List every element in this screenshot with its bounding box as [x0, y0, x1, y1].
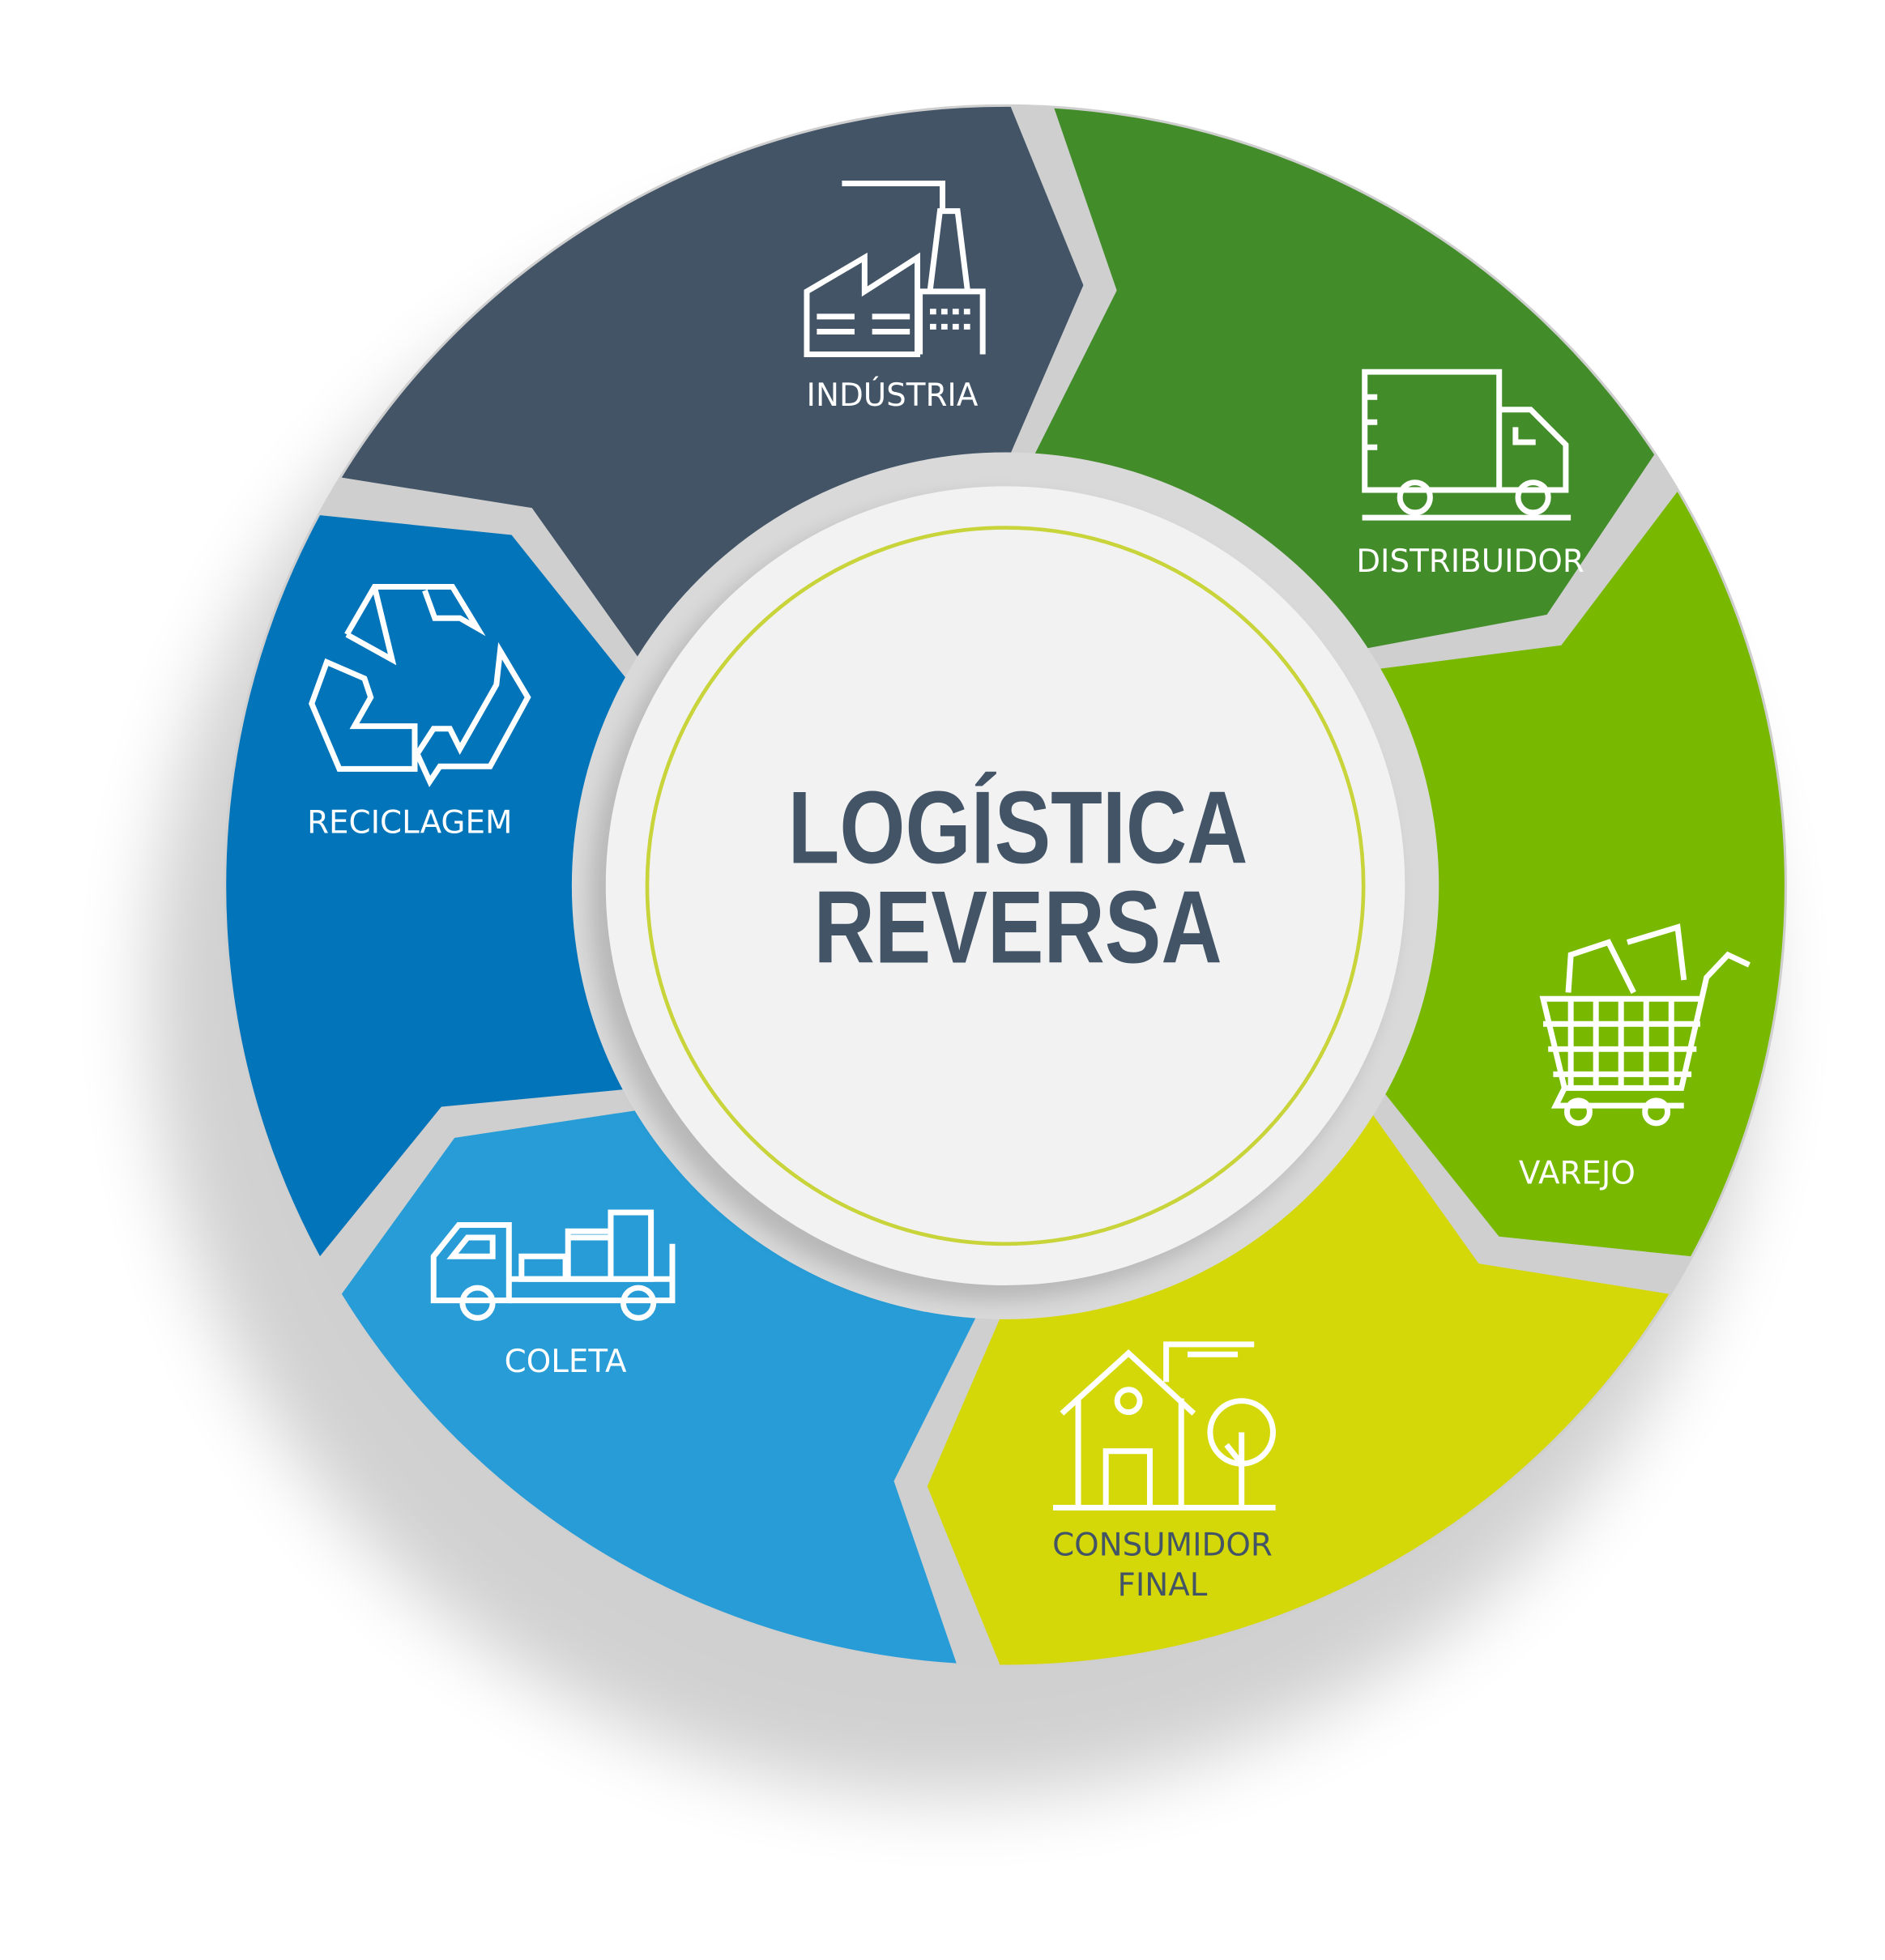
- title-line-2: REVERSA: [813, 869, 1222, 984]
- label-consumidor: CONSUMIDOR: [1052, 1527, 1273, 1563]
- segment-indústria: [341, 106, 1084, 663]
- delivery-truck-icon: [1362, 369, 1572, 521]
- title-line-1: LOGÍSTICA: [788, 770, 1248, 885]
- segments: [226, 106, 1785, 1665]
- label-final: FINAL: [1118, 1567, 1208, 1604]
- segment-varejo: [1374, 492, 1785, 1257]
- recycle-icon: [309, 583, 531, 788]
- label-distribuidor: DISTRIBUIDOR: [1356, 543, 1584, 580]
- label-coleta: COLETA: [505, 1344, 627, 1380]
- segment-distribuidor: [1032, 108, 1655, 650]
- factory-icon: [804, 180, 986, 357]
- segment-coleta: [341, 1110, 979, 1664]
- shopping-cart-icon: [1539, 923, 1751, 1127]
- segment-consumidor: [927, 1110, 1670, 1665]
- label-varejo: VAREJO: [1519, 1155, 1636, 1191]
- center-ring: [645, 526, 1366, 1246]
- flatbed-truck-icon: [430, 1209, 676, 1321]
- center-circle: [605, 486, 1405, 1285]
- house-icon: [1053, 1341, 1276, 1511]
- label-industria: INDÚSTRIA: [807, 376, 979, 414]
- label-reciclagem: RECICLAGEM: [307, 805, 512, 842]
